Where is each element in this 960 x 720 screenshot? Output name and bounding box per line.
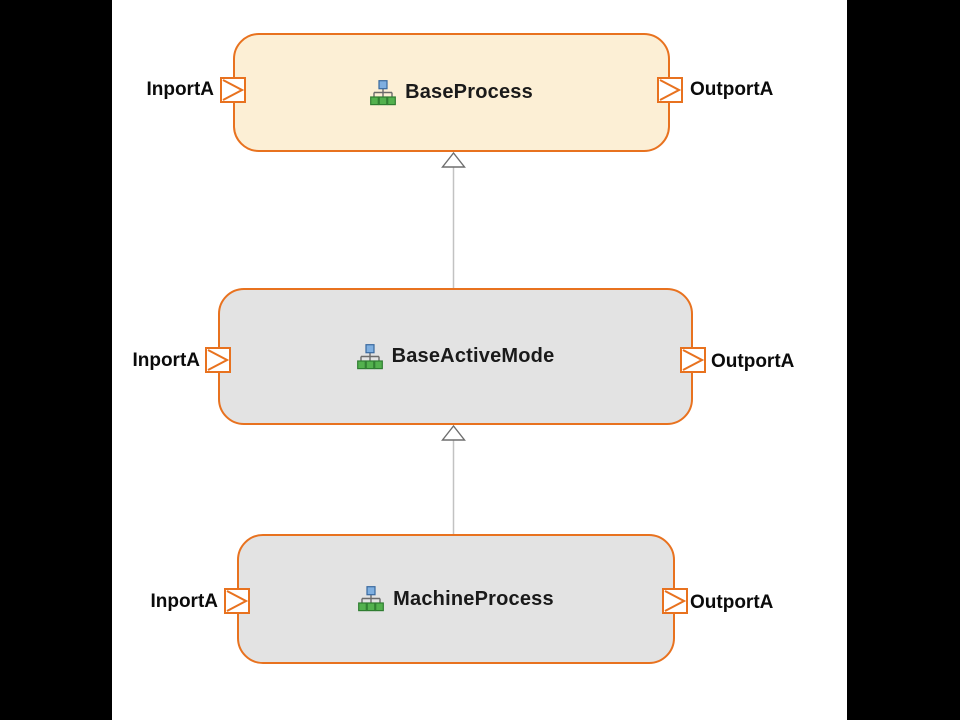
port-label-outporta-baseprocess: OutportA xyxy=(690,79,774,100)
port-direction-icon xyxy=(207,349,229,371)
hierarchy-icon xyxy=(356,343,383,369)
letterbox-right xyxy=(847,0,960,720)
letterbox-left xyxy=(0,0,112,720)
port-label-inporta-baseactivemode: InportA xyxy=(132,350,200,371)
port-direction-icon xyxy=(222,79,244,101)
port-outporta-baseactivemode[interactable] xyxy=(680,347,706,373)
port-label-inporta-machineprocess: InportA xyxy=(150,591,218,612)
port-outporta-machineprocess[interactable] xyxy=(662,588,688,614)
port-outporta-baseprocess[interactable] xyxy=(657,77,683,103)
port-label-outporta-baseactivemode: OutportA xyxy=(711,351,795,372)
node-name: MachineProcess xyxy=(393,587,554,610)
port-inporta-baseactivemode[interactable] xyxy=(205,347,231,373)
port-inporta-baseprocess[interactable] xyxy=(220,77,246,103)
port-direction-icon xyxy=(682,349,704,371)
port-label-outporta-machineprocess: OutportA xyxy=(690,592,774,613)
node-name: BaseProcess xyxy=(405,81,533,103)
port-label-inporta-baseprocess: InportA xyxy=(146,79,214,100)
node-machineprocess[interactable]: MachineProcess xyxy=(237,534,675,664)
node-baseprocess[interactable]: BaseProcess xyxy=(233,33,670,152)
port-inporta-machineprocess[interactable] xyxy=(224,588,250,614)
hierarchy-icon xyxy=(370,79,396,105)
hierarchy-icon xyxy=(358,586,385,612)
port-direction-icon xyxy=(659,79,681,101)
port-direction-icon xyxy=(664,590,686,612)
node-baseactivemode[interactable]: BaseActiveMode xyxy=(218,288,693,425)
port-direction-icon xyxy=(226,590,248,612)
node-name: BaseActiveMode xyxy=(391,345,555,367)
